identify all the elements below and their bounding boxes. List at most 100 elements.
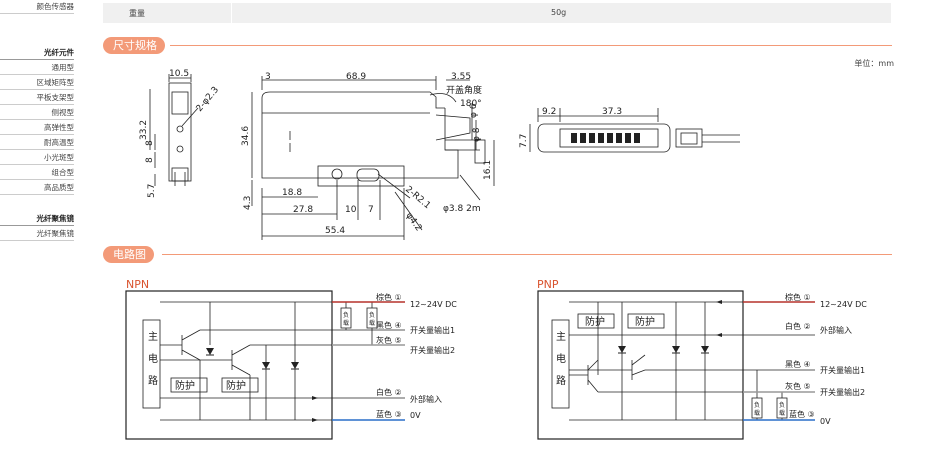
sidebar-item-label: 高弹性型 xyxy=(44,123,74,132)
pnp-load-char: 载 xyxy=(754,409,760,417)
sidebar-item-high-flex[interactable]: 高弹性型 xyxy=(0,121,74,135)
npn-load-char: 载 xyxy=(369,319,375,327)
npn-wire-desc: 开关量输出1 xyxy=(410,325,455,335)
sidebar-item-combo[interactable]: 组合型 xyxy=(0,166,74,180)
npn-circuit xyxy=(125,290,405,440)
spec-label: 重量 xyxy=(129,9,145,18)
display-digits xyxy=(571,133,640,143)
sidebar-item-label: 侧视型 xyxy=(51,108,75,117)
dim-label: 180° xyxy=(460,99,482,109)
pnp-wire-desc: 开关量输出1 xyxy=(820,365,865,375)
pnp-protect-label: 防护 xyxy=(585,315,605,328)
sidebar-item-label: 区域矩阵型 xyxy=(36,78,75,87)
pnp-label: PNP xyxy=(537,278,559,291)
pnp-wire-color: 蓝色 ③ xyxy=(789,409,815,419)
sidebar-item-focus-lens[interactable]: 光纤聚焦镜 xyxy=(0,227,74,241)
pnp-wire-desc: 12~24V DC xyxy=(820,300,867,309)
dim-label: 3.55 xyxy=(451,72,471,82)
dim-label: 5.7 xyxy=(147,184,157,198)
pnp-wire-color: 黑色 ④ xyxy=(785,359,811,369)
sidebar-item-label: 高品质型 xyxy=(44,183,74,192)
npn-main-char: 路 xyxy=(148,374,158,387)
dim-label: 8 xyxy=(145,140,155,146)
pnp-load-char: 载 xyxy=(779,409,785,417)
sidebar-group-title: 光纤元件 xyxy=(44,48,74,57)
dim-label: 10 xyxy=(345,205,357,215)
dim-label: 8 xyxy=(145,157,155,163)
section-header-dimensions: 尺寸规格 xyxy=(103,37,165,54)
spec-row-weight: 重量 50g xyxy=(103,3,891,23)
sidebar-group-focus-lens: 光纤聚焦镜 xyxy=(0,212,74,226)
sidebar-item-label: 通用型 xyxy=(51,63,75,72)
npn-load-char: 负 xyxy=(343,311,349,319)
spec-divider xyxy=(231,3,232,23)
pnp-protect-label: 防护 xyxy=(635,315,655,328)
section-rule xyxy=(170,45,892,46)
pnp-circuit xyxy=(537,290,815,440)
sidebar-item-high-temp[interactable]: 耐高温型 xyxy=(0,136,74,150)
npn-colored-wires xyxy=(332,301,405,421)
dim-label: 7.7 xyxy=(519,134,529,148)
sidebar-item-label: 光纤聚焦镜 xyxy=(36,229,75,238)
pnp-wire-color: 棕色 ① xyxy=(785,292,811,302)
sidebar-item-flat-bracket[interactable]: 平板支架型 xyxy=(0,91,74,105)
dim-label: 34.6 xyxy=(241,126,251,146)
sidebar-group-title: 光纤聚焦镜 xyxy=(36,214,75,223)
sidebar-item-area-matrix[interactable]: 区域矩阵型 xyxy=(0,76,74,90)
npn-diodes xyxy=(206,348,318,422)
pnp-main-char: 电 xyxy=(556,352,566,365)
dim-label: φ3.8 2m xyxy=(443,204,481,214)
npn-load-char: 载 xyxy=(343,319,349,327)
sidebar-item-color-sensor[interactable]: 颜色传感器 xyxy=(0,0,74,14)
pnp-colored-wires xyxy=(743,301,815,421)
section-title: 尺寸规格 xyxy=(113,39,157,52)
npn-wire-color: 黑色 ④ xyxy=(376,320,402,330)
sidebar-item-side-view[interactable]: 侧视型 xyxy=(0,106,74,120)
sidebar-item-high-quality[interactable]: 高品质型 xyxy=(0,181,74,195)
npn-main-char: 主 xyxy=(148,331,158,343)
npn-main-char: 电 xyxy=(148,352,158,365)
npn-wire-color: 蓝色 ③ xyxy=(376,409,402,419)
sidebar-item-label: 耐高温型 xyxy=(44,138,74,147)
sidebar-group-fiber: 光纤元件 xyxy=(0,46,74,60)
dim-label: 55.4 xyxy=(325,226,345,236)
section-header-circuit: 电路图 xyxy=(103,246,154,263)
npn-wire-desc: 0V xyxy=(410,411,421,420)
sidebar-item-label: 平板支架型 xyxy=(36,93,75,102)
sidebar: 颜色传感器 光纤元件 通用型 区域矩阵型 平板支架型 侧视型 高弹性型 耐高温型… xyxy=(0,0,80,449)
dim-label: φ 8 xyxy=(472,127,482,142)
pnp-load-char: 负 xyxy=(754,401,760,409)
pnp-load-char: 负 xyxy=(779,401,785,409)
pnp-main-char: 路 xyxy=(556,374,566,387)
spec-value: 50g xyxy=(551,8,567,17)
dim-label: 33.2 xyxy=(139,120,149,140)
dim-label: 开盖角度 xyxy=(446,84,482,96)
section-title: 电路图 xyxy=(113,248,146,261)
section-rule xyxy=(162,254,892,255)
dim-label: 7 xyxy=(368,205,374,215)
npn-wire-color: 棕色 ① xyxy=(376,292,402,302)
npn-wire-desc: 12~24V DC xyxy=(410,300,457,309)
pnp-main-char: 主 xyxy=(556,331,566,343)
sidebar-item-general[interactable]: 通用型 xyxy=(0,61,74,75)
dim-label: 9.2 xyxy=(542,107,556,117)
npn-wire-color: 灰色 ⑤ xyxy=(376,335,402,345)
sidebar-item-small-spot[interactable]: 小光斑型 xyxy=(0,151,74,165)
dim-label: 3 xyxy=(265,72,271,82)
npn-wire-desc: 外部输入 xyxy=(410,394,442,404)
pnp-wire-color: 白色 ② xyxy=(785,321,811,331)
unit-label: 单位：mm xyxy=(854,59,894,68)
pnp-wire-color: 灰色 ⑤ xyxy=(785,381,811,391)
sidebar-item-label: 小光斑型 xyxy=(44,153,74,162)
pnp-wire-desc: 外部输入 xyxy=(820,325,852,335)
npn-label: NPN xyxy=(126,278,149,291)
pnp-diodes xyxy=(618,300,722,354)
sidebar-item-label: 颜色传感器 xyxy=(36,2,75,11)
pnp-wire-desc: 0V xyxy=(820,417,831,426)
dim-label: 68.9 xyxy=(346,72,366,82)
dim-label: 4.3 xyxy=(243,196,253,210)
sidebar-item-label: 组合型 xyxy=(51,168,75,177)
dim-label: 16.1 xyxy=(483,160,493,180)
